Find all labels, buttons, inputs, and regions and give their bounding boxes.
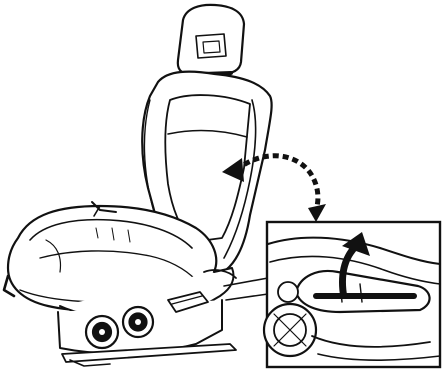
curved-double-arrow-icon xyxy=(222,153,326,222)
seat-height-knob-rear xyxy=(121,305,155,339)
inset-detail xyxy=(262,220,442,369)
seat-rail xyxy=(61,201,237,367)
curved-up-arrow-icon xyxy=(339,232,370,299)
seat-height-knob-front xyxy=(84,314,120,350)
callout-leader xyxy=(223,277,269,301)
